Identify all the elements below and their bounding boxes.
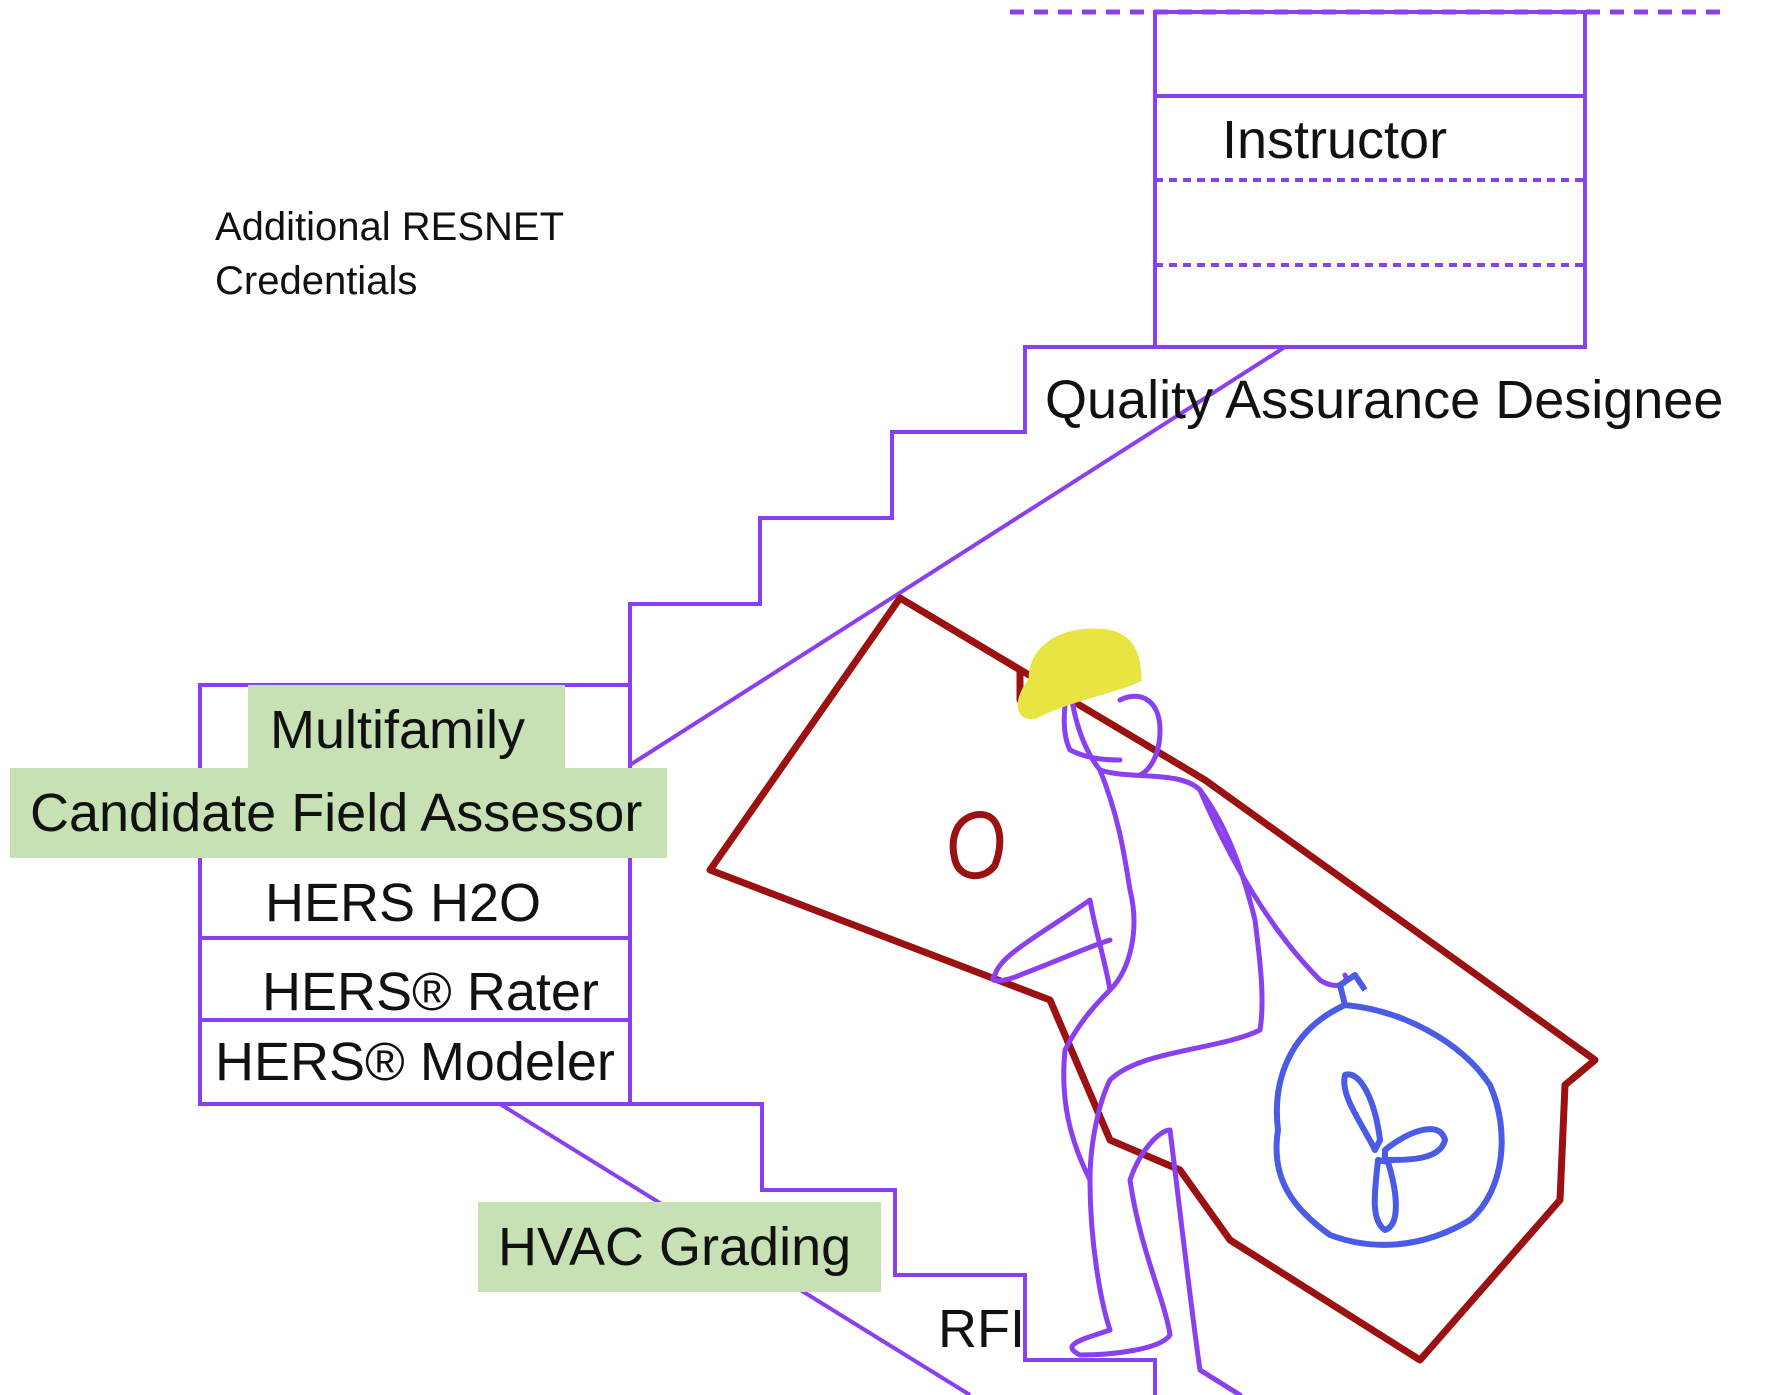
lower-stair-outline	[630, 1102, 1157, 1395]
diagram-caption: Additional RESNET Credentials	[215, 200, 564, 308]
caption-line-1: Additional RESNET	[215, 205, 565, 249]
step-label-quality-assurance-designee: Quality Assurance Designee	[1045, 370, 1724, 430]
person-climbing-icon	[990, 672, 1349, 1395]
hard-hat-icon	[1017, 628, 1142, 719]
left-block	[200, 685, 632, 1104]
step-label-hvac-grading: HVAC Grading	[478, 1202, 882, 1292]
fan-icon	[1273, 972, 1505, 1248]
step-label-rfi: RFI	[938, 1299, 1025, 1359]
step-label-hers-h2o: HERS H2O	[265, 873, 542, 933]
stair-outline	[198, 345, 1155, 1106]
step-label-candidate-field-assessor: Candidate Field Assessor	[10, 768, 668, 858]
instructor-block	[1153, 10, 1587, 349]
step-label-instructor: Instructor	[1222, 110, 1448, 170]
caption-line-2: Credentials	[215, 259, 418, 303]
step-label-hers-modeler: HERS® Modeler	[215, 1032, 615, 1092]
step-label-multifamily: Multifamily	[248, 685, 566, 775]
step-label-hers-rater: HERS® Rater	[262, 962, 599, 1022]
mattress-dot	[949, 811, 1004, 880]
